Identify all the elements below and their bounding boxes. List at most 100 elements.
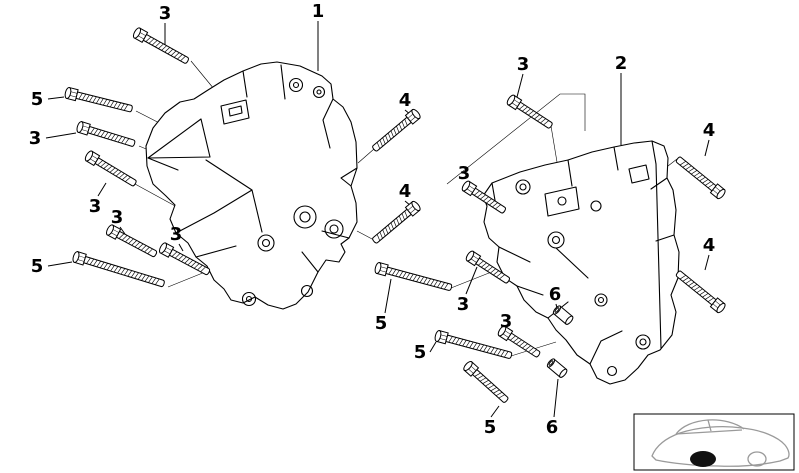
- bolt-thread-line: [510, 335, 516, 341]
- bolt-thread-line: [402, 272, 407, 279]
- bolt-thread-line: [127, 270, 132, 277]
- part-number-label[interactable]: 3: [458, 163, 471, 184]
- bolt-head-facet: [166, 247, 172, 251]
- bolt-thread-line: [134, 272, 139, 279]
- bolt-thread-line: [490, 347, 495, 354]
- bolt-hole: [597, 296, 605, 304]
- bracket-rib: [175, 159, 350, 273]
- part-number-label[interactable]: 5: [31, 256, 44, 277]
- part-number-label[interactable]: 4: [703, 120, 716, 141]
- bolt-thread-line: [89, 258, 95, 265]
- part-number-label[interactable]: 2: [615, 53, 628, 74]
- bolt-thread-line: [120, 268, 125, 275]
- leader-line: [47, 261, 73, 267]
- part-number-label[interactable]: 6: [549, 284, 562, 305]
- bolt-thread-line: [484, 264, 490, 270]
- bolt-shaft: [372, 208, 412, 244]
- bolt-thread-line: [543, 120, 549, 126]
- callout-part-4: 4: [675, 235, 726, 314]
- part-number-label[interactable]: 3: [170, 224, 183, 245]
- leader-line: [553, 378, 559, 418]
- bolt-thread-line: [115, 171, 122, 177]
- bolt-thread-line: [137, 273, 143, 280]
- bolt-thread-line: [390, 130, 394, 138]
- part-number-label[interactable]: 4: [703, 235, 716, 256]
- part-number-label[interactable]: 3: [89, 196, 102, 217]
- leader-line: [178, 243, 184, 252]
- part-number-label[interactable]: 4: [399, 90, 412, 111]
- part-number-label[interactable]: 5: [375, 313, 388, 334]
- part-number-label[interactable]: 3: [457, 294, 470, 315]
- leader-line: [516, 73, 524, 98]
- bolt-thread-line: [393, 128, 397, 135]
- part-number-label[interactable]: 4: [399, 181, 412, 202]
- bolt-head-face: [132, 27, 142, 39]
- bolt-head-face: [716, 302, 726, 314]
- bolt-thread-line: [110, 101, 115, 107]
- bolt-thread-line: [680, 275, 686, 280]
- callout-part-3: 3: [84, 150, 137, 217]
- part-number-label[interactable]: 1: [312, 1, 325, 22]
- bolt-thread-line: [194, 263, 200, 269]
- bolt-thread-line: [177, 54, 183, 60]
- part-number-label[interactable]: 3: [29, 128, 42, 149]
- bolt-thread-line: [170, 50, 177, 56]
- bolt-head-facet: [505, 330, 511, 335]
- bolt-head-face: [84, 150, 94, 162]
- bolt-thread-line: [696, 288, 703, 293]
- part-number-label[interactable]: 5: [31, 89, 44, 110]
- bolt-thread-line: [488, 384, 495, 389]
- bolt-thread-line: [498, 394, 505, 399]
- part-number-label[interactable]: 3: [500, 311, 513, 332]
- bolt-thread-line: [448, 336, 453, 343]
- bolt-thread-line: [82, 94, 87, 100]
- part-number-label[interactable]: 3: [159, 3, 172, 24]
- car-windshield-line: [675, 419, 743, 435]
- bolt-thread-line: [100, 262, 105, 268]
- bolt-head-facet: [111, 232, 118, 237]
- bolt-thread-line: [694, 286, 700, 291]
- sleeve-bore: [548, 360, 554, 366]
- foot-hole: [300, 284, 314, 298]
- bolt-thread-line: [96, 97, 101, 104]
- bolt-thread-line: [120, 103, 125, 110]
- bolt-thread-line: [164, 47, 170, 53]
- spacer-sleeve-icon: [546, 358, 568, 378]
- bolt-thread-line: [513, 337, 519, 343]
- bolt-thread-line: [691, 284, 698, 289]
- bolt-head-face: [461, 180, 471, 192]
- projection-line: [667, 158, 678, 167]
- bolt-thread-line: [396, 218, 400, 225]
- bolt-thread-line: [148, 38, 155, 44]
- bolt-head-facet: [712, 303, 718, 309]
- part-number-label[interactable]: 6: [546, 417, 559, 438]
- bolt-thread-line: [103, 164, 109, 169]
- projection-line: [446, 93, 586, 185]
- bolt-thread-line: [96, 261, 101, 267]
- leader-line: [384, 278, 392, 314]
- leader-line: [119, 226, 126, 235]
- bolt-thread-line: [493, 389, 500, 394]
- callout-part-5: 5: [463, 360, 509, 438]
- part-number-label[interactable]: 3: [517, 54, 530, 75]
- bolt-thread-line: [451, 337, 457, 344]
- bracket-detail-line: [242, 70, 248, 98]
- callout-part-3: 3: [106, 207, 158, 258]
- bolt-head-face: [716, 188, 726, 200]
- callout-part-4: 4: [372, 90, 421, 152]
- bolt-thread-line: [702, 179, 709, 184]
- bolt-icon: [159, 242, 211, 276]
- bolt-thread-line: [144, 275, 150, 282]
- bolt-thread-line: [155, 42, 161, 48]
- bolt-thread-line: [100, 131, 105, 137]
- bolt-hole: [312, 85, 326, 99]
- bolt-thread-line: [148, 276, 153, 283]
- bolt-thread-line: [174, 52, 180, 58]
- bolt-thread-line: [489, 200, 495, 206]
- bolt-head-facet: [514, 99, 520, 104]
- part-number-label[interactable]: 3: [111, 207, 124, 228]
- part-number-label[interactable]: 5: [414, 342, 427, 363]
- part-number-label[interactable]: 5: [484, 417, 497, 438]
- bolt-thread-line: [691, 170, 698, 175]
- callout-part-3: 3: [497, 311, 541, 358]
